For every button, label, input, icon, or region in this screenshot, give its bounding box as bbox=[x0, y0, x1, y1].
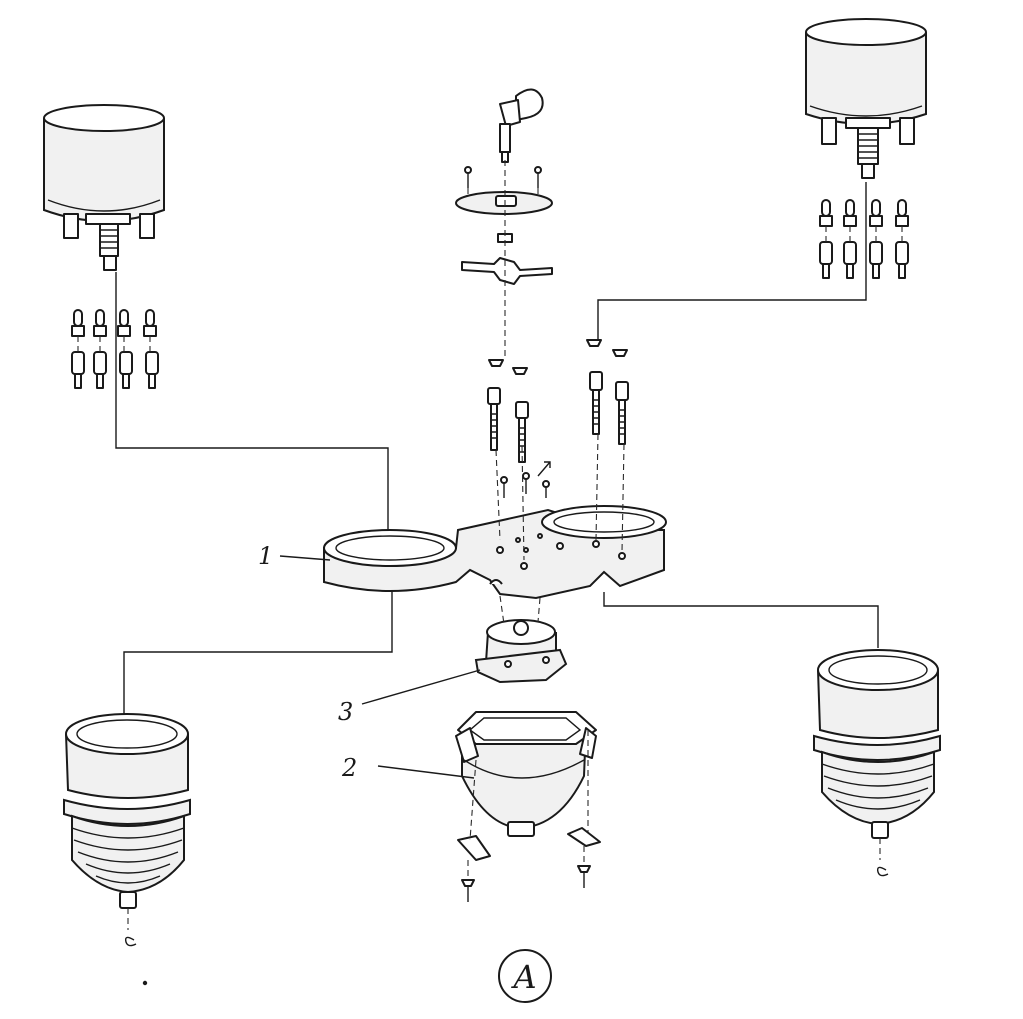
ignition-key bbox=[499, 88, 544, 163]
callout-label-3: 3 bbox=[338, 698, 353, 726]
housing-clips-and-screws bbox=[457, 827, 601, 902]
ignition-switch bbox=[474, 619, 568, 684]
plate-label-text: A bbox=[510, 958, 536, 996]
callout-label-1: 1 bbox=[258, 542, 273, 570]
key-plate bbox=[455, 166, 553, 285]
right-bulb-set bbox=[819, 199, 909, 279]
right-gauge-cup bbox=[813, 649, 941, 877]
speck-mark bbox=[142, 980, 148, 986]
left-gauge-cup bbox=[63, 713, 191, 947]
left-bulb-set bbox=[71, 309, 159, 389]
switch-housing bbox=[455, 711, 597, 837]
callout-3: 3 bbox=[338, 669, 481, 726]
callout-label-2: 2 bbox=[341, 754, 357, 782]
callout-1: 1 bbox=[258, 542, 331, 570]
instrument-bracket bbox=[323, 505, 667, 600]
right-gauge bbox=[805, 18, 927, 179]
mounting-bolts bbox=[487, 339, 629, 498]
plate-label: A bbox=[498, 949, 552, 1003]
assembly-lines bbox=[77, 160, 903, 930]
left-gauge bbox=[43, 104, 165, 271]
callout-2: 2 bbox=[341, 754, 475, 782]
